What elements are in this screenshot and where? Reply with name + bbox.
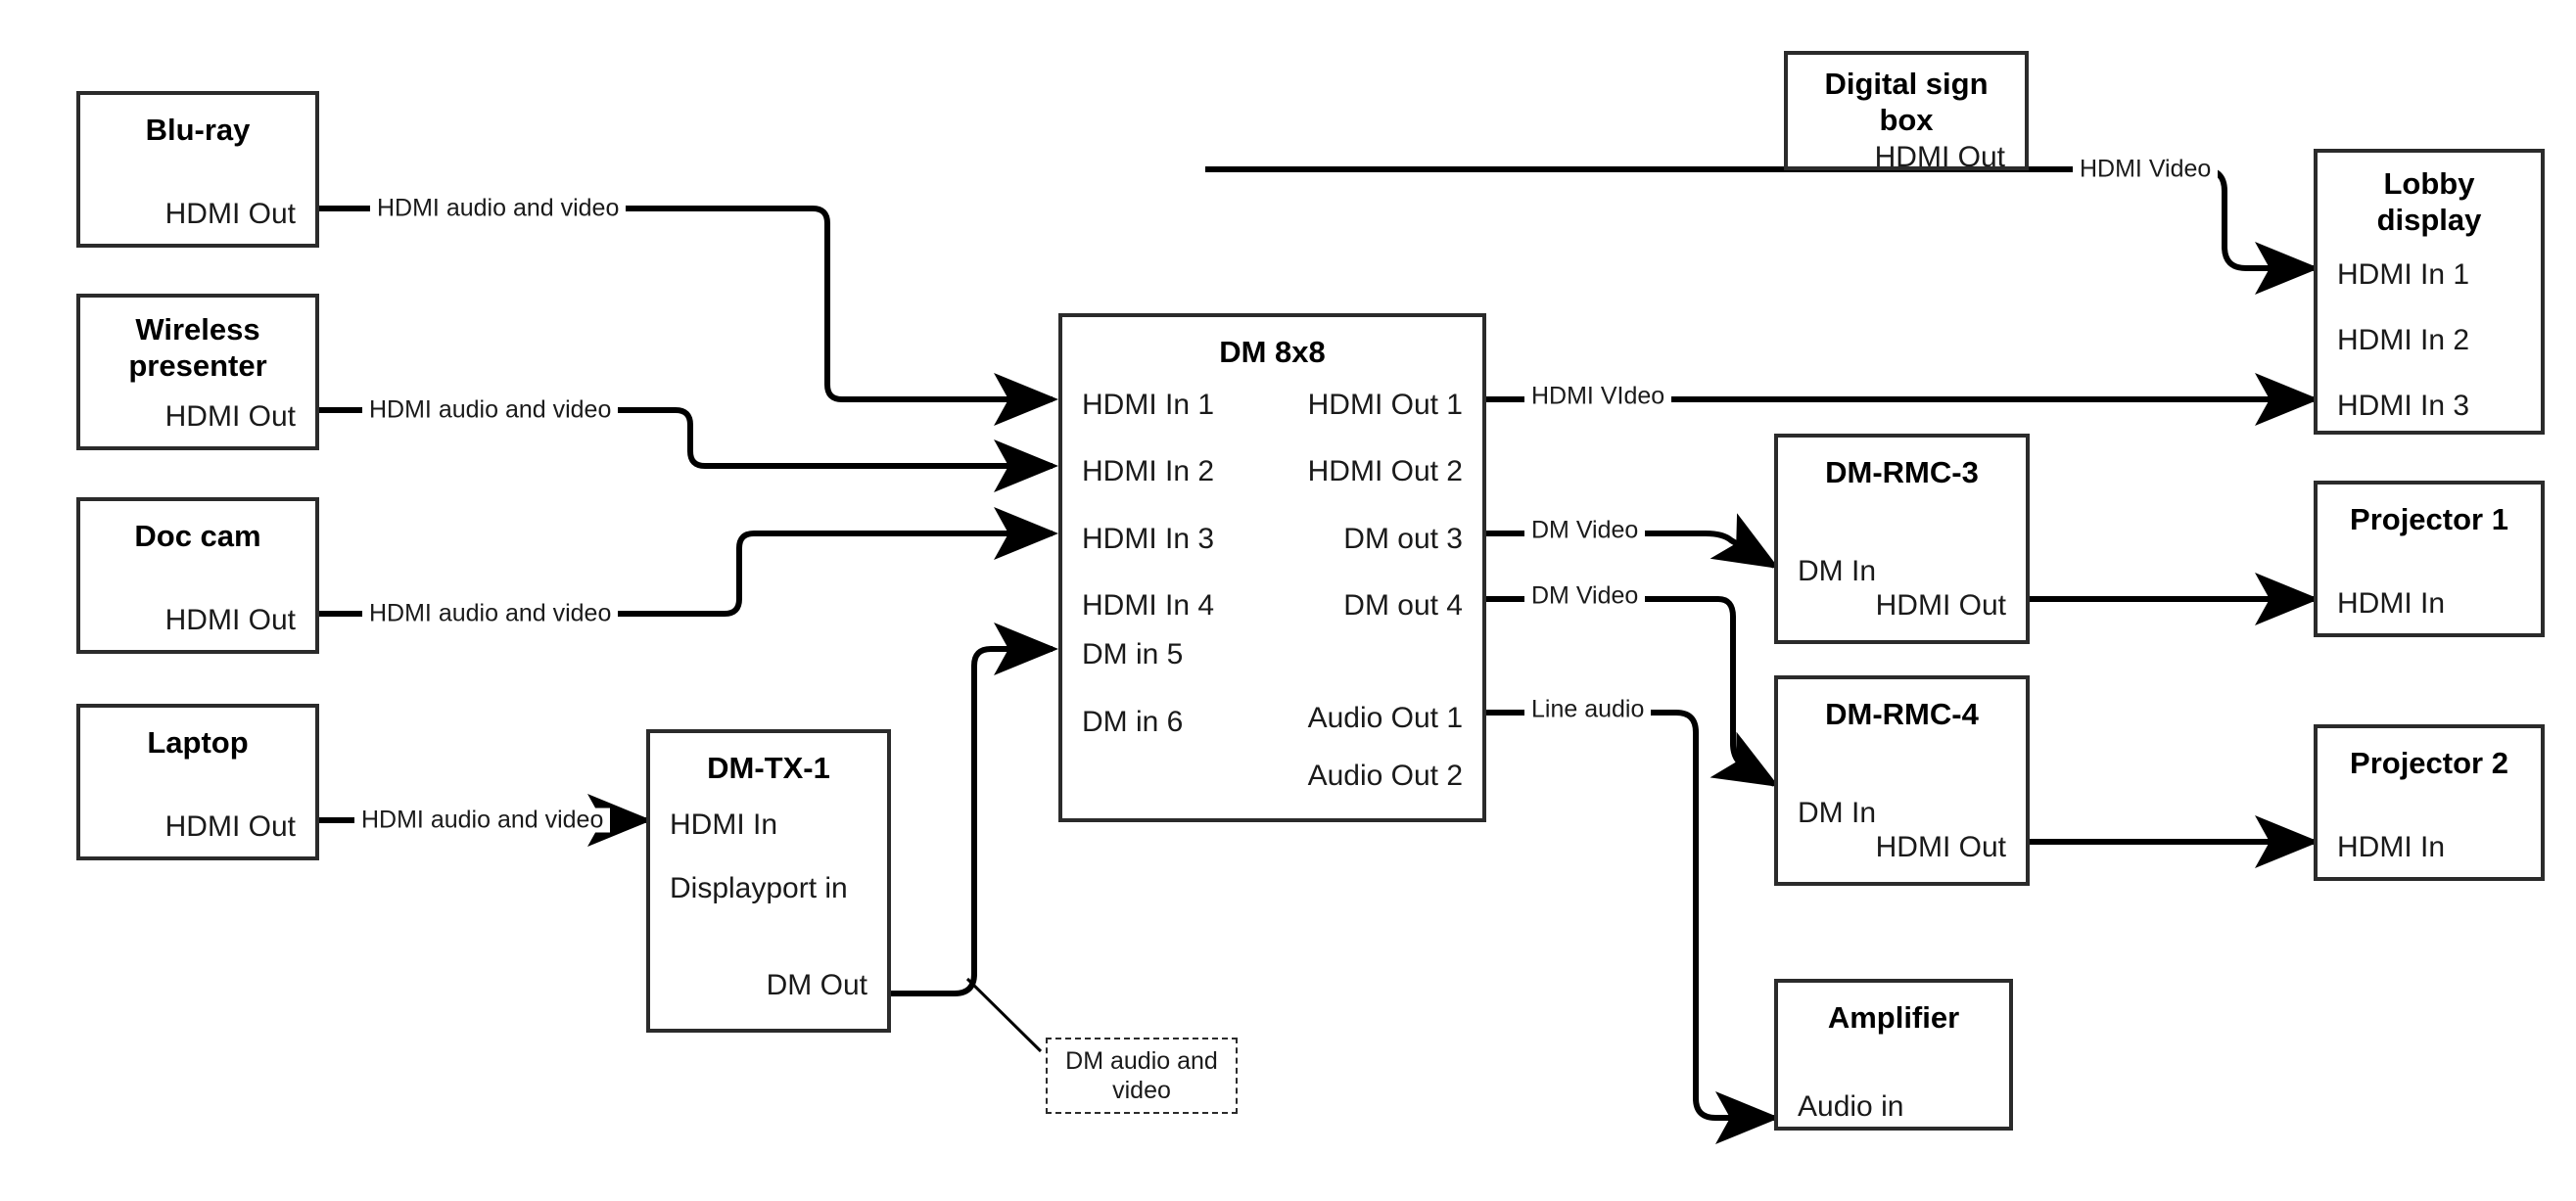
- node-lobby-display-port-hdmi-in-2[interactable]: HDMI In 2: [2337, 324, 2470, 356]
- node-amplifier[interactable]: Amplifier Audio in: [1774, 979, 2013, 1131]
- node-lobby-display-title: Lobby display: [2376, 166, 2482, 237]
- node-dm-8x8[interactable]: DM 8x8 HDMI In 1 HDMI In 2 HDMI In 3 HDM…: [1058, 313, 1486, 822]
- wire-audioout1-to-amp: [1486, 710, 1780, 1144]
- node-dm-tx-1-title: DM-TX-1: [707, 751, 830, 785]
- node-amplifier-port-audio-in[interactable]: Audio in: [1798, 1090, 1904, 1123]
- node-dm-8x8-port-audio-out-1[interactable]: Audio Out 1: [1307, 702, 1463, 734]
- node-laptop-port-hdmi-out[interactable]: HDMI Out: [164, 810, 296, 843]
- node-wireless-presenter-port-hdmi-out[interactable]: HDMI Out: [164, 400, 296, 433]
- node-laptop[interactable]: Laptop HDMI Out: [76, 704, 319, 860]
- node-dm-8x8-port-hdmi-out-2[interactable]: HDMI Out 2: [1307, 455, 1463, 487]
- node-bluray-title: Blu-ray: [145, 113, 251, 147]
- node-dm-8x8-port-audio-out-2[interactable]: Audio Out 2: [1307, 760, 1463, 792]
- node-dm-rmc-4[interactable]: DM-RMC-4 DM In HDMI Out: [1774, 675, 2030, 886]
- wire-dmout3-to-rmc3: [1486, 513, 1780, 570]
- node-doc-cam-title: Doc cam: [134, 519, 261, 553]
- wire-label-wireless-to-dm8x8: HDMI audio and video: [362, 397, 619, 423]
- node-dm-rmc-4-title: DM-RMC-4: [1825, 697, 1979, 731]
- node-dm-8x8-port-dm-in-5[interactable]: DM in 5: [1082, 638, 1184, 670]
- callout-dm-audio-video: DM audio and video: [1046, 1038, 1238, 1114]
- node-dm-8x8-port-dm-out-4[interactable]: DM out 4: [1343, 589, 1463, 622]
- node-dm-rmc-3-port-hdmi-out[interactable]: HDMI Out: [1875, 589, 2006, 622]
- node-digital-sign-box-title: Digital sign box: [1824, 67, 1989, 137]
- node-projector-1-title: Projector 1: [2350, 502, 2508, 536]
- node-dm-tx-1-port-dm-out[interactable]: DM Out: [766, 969, 867, 1001]
- wire-wireless-to-dm8x8: [319, 407, 1058, 492]
- wire-label-doccam-to-dm8x8: HDMI audio and video: [362, 601, 619, 626]
- wire-doccam-to-dm8x8: [319, 507, 1058, 617]
- node-laptop-title: Laptop: [147, 725, 249, 760]
- wire-label-hdmiout1-to-lobby: HDMI VIdeo: [1524, 384, 1672, 409]
- wire-dmtx1-to-dm8x8: [891, 623, 1058, 996]
- node-dm-8x8-port-hdmi-in-2[interactable]: HDMI In 2: [1082, 455, 1215, 487]
- node-dm-rmc-3[interactable]: DM-RMC-3 DM In HDMI Out: [1774, 434, 2030, 644]
- node-dm-rmc-3-port-dm-in[interactable]: DM In: [1798, 555, 1877, 587]
- node-lobby-display-port-hdmi-in-3[interactable]: HDMI In 3: [2337, 390, 2470, 422]
- node-dm-rmc-3-title: DM-RMC-3: [1825, 455, 1979, 489]
- node-dm-8x8-port-dm-in-6[interactable]: DM in 6: [1082, 706, 1184, 738]
- node-projector-1-port-hdmi-in[interactable]: HDMI In: [2337, 587, 2446, 620]
- wire-dmout4-to-rmc4: [1486, 596, 1780, 787]
- node-dm-tx-1[interactable]: DM-TX-1 HDMI In Displayport in DM Out: [646, 729, 891, 1033]
- node-dm-8x8-title: DM 8x8: [1219, 335, 1326, 369]
- node-lobby-display[interactable]: Lobby display HDMI In 1 HDMI In 2 HDMI I…: [2314, 149, 2545, 435]
- node-dm-tx-1-port-displayport-in[interactable]: Displayport in: [670, 872, 848, 904]
- node-dm-rmc-4-port-hdmi-out[interactable]: HDMI Out: [1875, 831, 2006, 863]
- wire-bluray-to-dm8x8: [319, 206, 1058, 426]
- node-doc-cam-port-hdmi-out[interactable]: HDMI Out: [164, 604, 296, 636]
- node-wireless-presenter-title: Wireless presenter: [128, 312, 267, 383]
- node-projector-2-title: Projector 2: [2350, 746, 2508, 780]
- node-projector-1[interactable]: Projector 1 HDMI In: [2314, 481, 2545, 637]
- node-doc-cam[interactable]: Doc cam HDMI Out: [76, 497, 319, 654]
- node-dm-8x8-port-hdmi-in-4[interactable]: HDMI In 4: [1082, 589, 1215, 622]
- wire-label-audioout1-to-amp: Line audio: [1524, 697, 1652, 722]
- node-bluray-port-hdmi-out[interactable]: HDMI Out: [164, 198, 296, 230]
- wire-sign-to-lobby: [1205, 166, 2319, 295]
- node-dm-8x8-port-dm-out-3[interactable]: DM out 3: [1343, 523, 1463, 555]
- node-dm-8x8-port-hdmi-in-1[interactable]: HDMI In 1: [1082, 389, 1215, 421]
- node-wireless-presenter[interactable]: Wireless presenter HDMI Out: [76, 294, 319, 450]
- node-lobby-display-port-hdmi-in-1[interactable]: HDMI In 1: [2337, 258, 2470, 291]
- callout-leader-line: [965, 977, 1043, 1053]
- node-bluray[interactable]: Blu-ray HDMI Out: [76, 91, 319, 248]
- wire-label-dmout4-to-rmc4: DM Video: [1524, 583, 1646, 609]
- wire-label-laptop-to-dmtx1: HDMI audio and video: [354, 808, 611, 833]
- node-projector-2[interactable]: Projector 2 HDMI In: [2314, 724, 2545, 881]
- node-dm-8x8-port-hdmi-in-3[interactable]: HDMI In 3: [1082, 523, 1215, 555]
- node-dm-tx-1-port-hdmi-in[interactable]: HDMI In: [670, 808, 778, 841]
- wire-label-bluray-to-dm8x8: HDMI audio and video: [370, 196, 627, 221]
- node-amplifier-title: Amplifier: [1827, 1000, 1960, 1035]
- node-digital-sign-box[interactable]: Digital sign box HDMI Out: [1784, 51, 2029, 173]
- node-projector-2-port-hdmi-in[interactable]: HDMI In: [2337, 831, 2446, 863]
- wire-label-sign-to-lobby: HDMI Video: [2073, 157, 2219, 182]
- node-dm-rmc-4-port-dm-in[interactable]: DM In: [1798, 797, 1877, 829]
- node-dm-8x8-port-hdmi-out-1[interactable]: HDMI Out 1: [1307, 389, 1463, 421]
- node-digital-sign-box-port-hdmi-out[interactable]: HDMI Out: [1874, 141, 2005, 173]
- wire-label-dmout3-to-rmc3: DM Video: [1524, 518, 1646, 543]
